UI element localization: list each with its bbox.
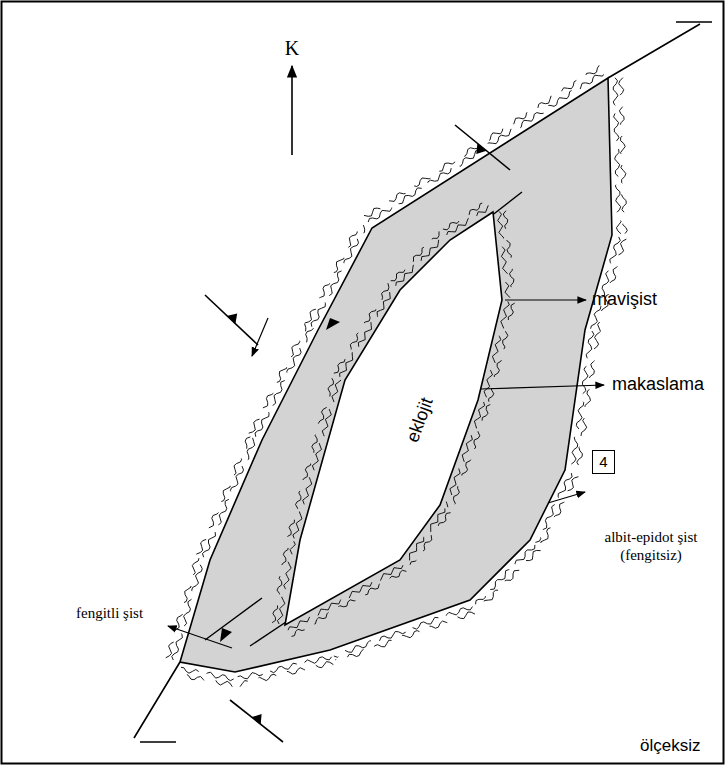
foliation-wave <box>172 73 621 680</box>
thrust-tooth <box>227 313 238 324</box>
thrust-line <box>230 700 283 742</box>
thrust-symbols <box>205 125 510 742</box>
callout-number: 4 <box>599 453 608 471</box>
north-label: K <box>285 36 299 60</box>
thrust-tooth <box>251 714 261 725</box>
leader-line <box>505 299 586 300</box>
thrust-tooth <box>326 318 340 330</box>
leader-line <box>548 492 585 503</box>
rock-label: fengitli şist <box>76 604 143 622</box>
thrust-line <box>205 295 258 345</box>
foliation-wave <box>166 65 628 686</box>
shear-plane <box>205 192 522 646</box>
foliation-wave <box>272 203 515 637</box>
rock-label: albit-epidot şist (fengitsiz) <box>588 528 714 564</box>
callout-box: 4 <box>592 450 615 474</box>
fault-trace <box>134 662 180 742</box>
leader-line <box>168 626 232 648</box>
fault-trace <box>608 22 712 78</box>
foliation-wave <box>277 205 510 630</box>
shear-arrow <box>252 318 268 356</box>
lens-outline <box>285 212 502 625</box>
process-label: makaslama <box>612 374 704 396</box>
rock-label: mavişist <box>592 289 657 311</box>
phengite-schist-band <box>180 78 612 672</box>
thrust-tooth <box>476 143 486 154</box>
foliation-waves <box>166 65 628 686</box>
eclogite-lens: eklojit <box>280 205 510 630</box>
lens-outline <box>280 205 510 630</box>
thrust-line <box>455 125 510 170</box>
scale-note: ölçeksiz <box>640 736 700 756</box>
leader-line <box>480 385 604 389</box>
north-arrow <box>291 66 293 155</box>
thrust-tooth <box>220 628 232 642</box>
